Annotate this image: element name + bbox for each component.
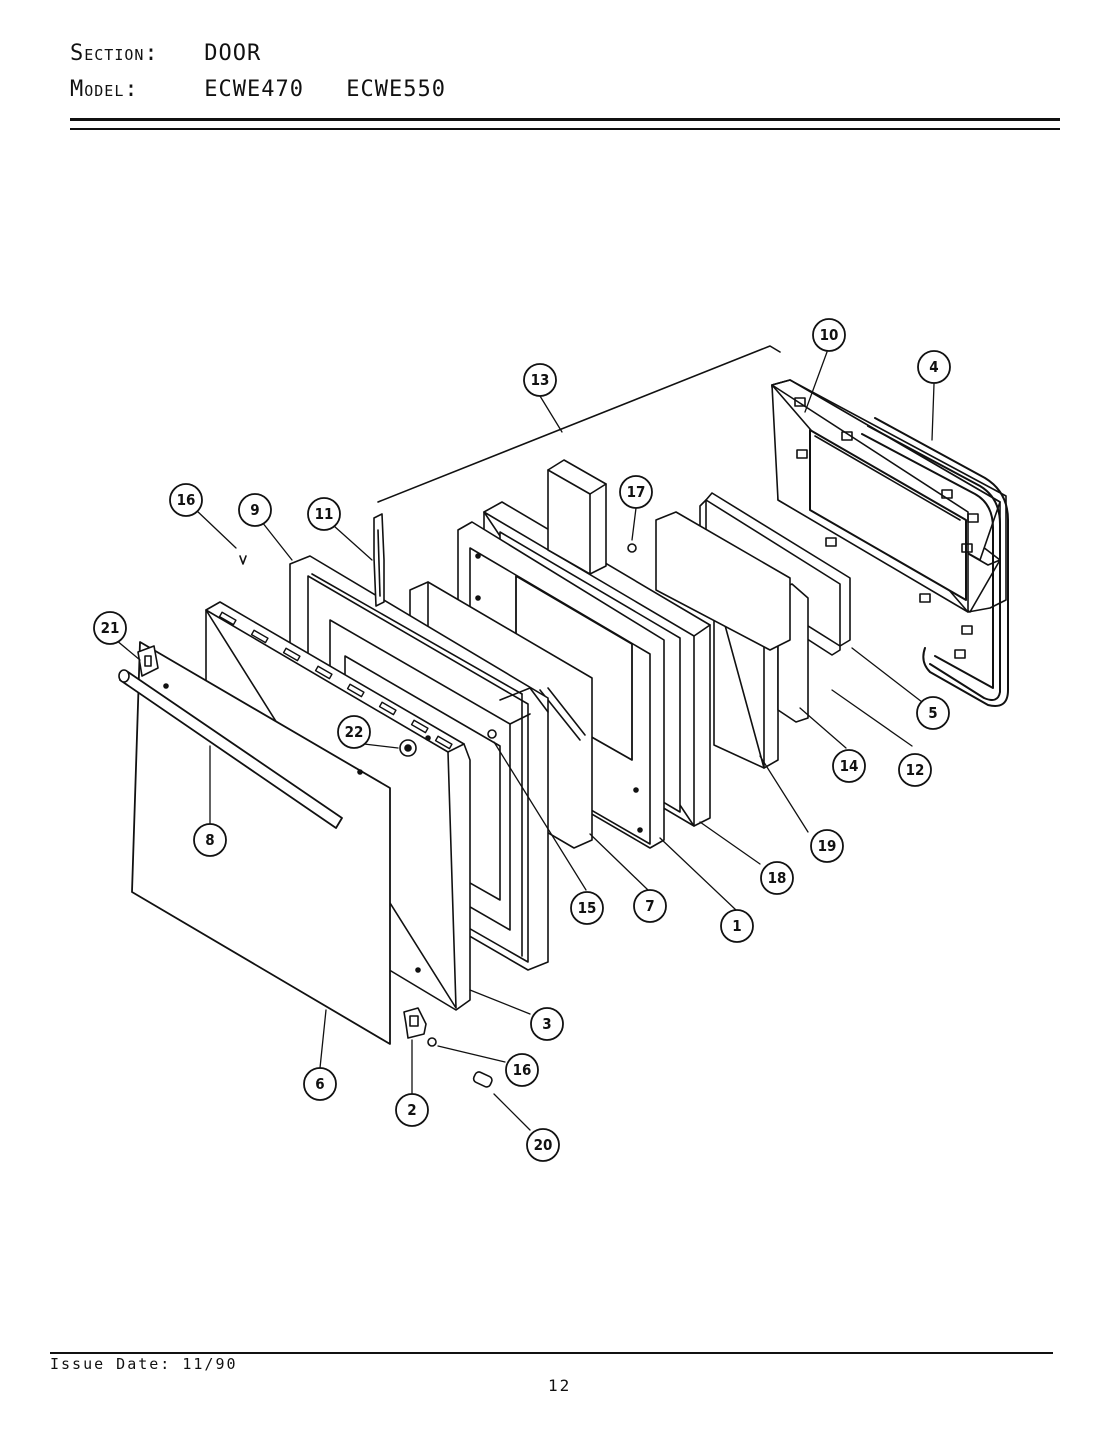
nut: [627, 543, 637, 553]
door-bumper-center: [404, 744, 412, 752]
issue-date: Issue Date: 11/90: [50, 1355, 238, 1373]
header-rule-bottom: [70, 128, 1060, 130]
model-line: Model: ECWE470 ECWE550: [70, 72, 474, 108]
callout-8: 8: [205, 831, 214, 849]
footer-rule: [50, 1352, 1053, 1354]
callout-labels: 1 2 3 4 5 6 7 8 9 10 11 12 13 14 15 16 1…: [101, 326, 939, 1154]
callout-18: 18: [768, 869, 787, 887]
header-rule-top: [70, 118, 1060, 121]
vent-slots: [218, 611, 453, 750]
callout-11: 11: [315, 505, 334, 523]
section-value: DOOR: [204, 41, 262, 66]
callout-6: 6: [315, 1075, 324, 1093]
callout-4: 4: [929, 358, 938, 376]
callout-16-top: 16: [177, 491, 196, 509]
screw: [487, 729, 497, 739]
page-number: 12: [548, 1376, 572, 1395]
assembly-bracket: [377, 345, 781, 503]
callout-5: 5: [928, 704, 937, 722]
callout-16-bottom: 16: [513, 1061, 532, 1079]
callout-13: 13: [531, 371, 550, 389]
door-gasket: [861, 417, 1009, 707]
handle-end-cap: [137, 645, 159, 677]
section-line: Section: DOOR: [70, 36, 474, 72]
outer-door-glass: [131, 641, 431, 1045]
callout-19: 19: [818, 837, 837, 855]
screw-bottom: [427, 1037, 437, 1047]
callout-3: 3: [542, 1015, 551, 1033]
inner-door-liner: [771, 379, 1007, 659]
callout-22: 22: [345, 723, 364, 741]
callout-20: 20: [534, 1136, 553, 1154]
callout-2: 2: [407, 1101, 416, 1119]
insulation-blocks: [655, 511, 809, 769]
leader-lines: [115, 351, 935, 1131]
page-header: Section: DOOR Model: ECWE470 ECWE550: [70, 36, 474, 108]
callout-circles: [93, 318, 951, 1162]
callout-14: 14: [840, 757, 859, 775]
callout-7: 7: [645, 897, 654, 915]
callout-10: 10: [820, 326, 839, 344]
callout-15: 15: [578, 899, 597, 917]
callout-9: 9: [250, 501, 259, 519]
screw-top: [239, 555, 247, 565]
section-label: Section:: [70, 41, 159, 66]
model-label: Model:: [70, 77, 139, 102]
channel-post: [547, 459, 607, 575]
callout-12: 12: [906, 761, 925, 779]
hinge-bracket: [373, 513, 385, 607]
model-number-2: ECWE550: [346, 77, 446, 102]
latch-plate: [403, 1007, 427, 1039]
callout-1: 1: [732, 917, 741, 935]
model-number-1: ECWE470: [204, 77, 304, 102]
door-handle: [118, 669, 343, 829]
callout-17: 17: [627, 483, 646, 501]
bumper-plug: [472, 1071, 493, 1088]
callout-21: 21: [101, 619, 120, 637]
